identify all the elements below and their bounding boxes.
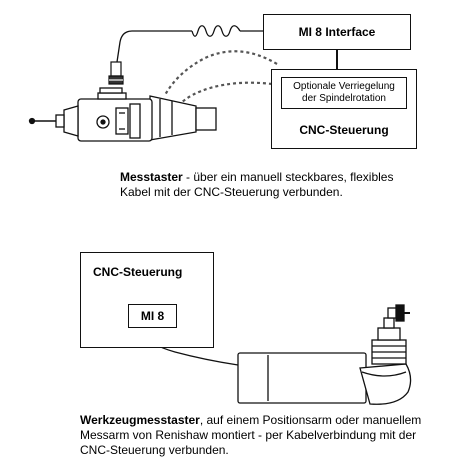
probe-caption-line-2: Kabel mit der CNC-Steuerung verbunden.	[120, 185, 343, 199]
tool-setter-caption-line-2: Messarm von Renishaw montiert - per Kabe…	[80, 428, 417, 442]
mi8-cnc-connector	[336, 50, 338, 69]
cnc-control-label-top: CNC-Steuerung	[299, 123, 389, 137]
tool-setter-caption: Werkzeugmesstaster, auf einem Positionsa…	[80, 413, 421, 458]
cnc-control-box-top: Optionale Verriegelung der Spindelrotati…	[271, 69, 417, 149]
probe-caption-line-1: - über ein manuell steckbares, flexibles	[182, 170, 394, 184]
coiled-cable	[116, 25, 263, 63]
optional-lock-line-1: Optionale Verriegelung	[293, 81, 395, 92]
probe-connector	[108, 61, 124, 85]
tool-setter-caption-line-3: CNC-Steuerung verbunden.	[80, 443, 229, 457]
cnc-control-label-bottom: CNC-Steuerung	[93, 265, 183, 279]
mi8-label: MI 8	[140, 309, 165, 323]
probe-caption-bold: Messtaster	[120, 170, 183, 184]
optional-lock-box: Optionale Verriegelung der Spindelrotati…	[281, 77, 407, 109]
mi8-box: MI 8	[128, 304, 177, 328]
dashed-cable	[164, 50, 278, 105]
mi8-interface-label: MI 8 Interface	[298, 25, 376, 39]
probe-caption: Messtaster - über ein manuell steckbares…	[120, 170, 393, 200]
cnc-control-box-bottom: CNC-Steuerung MI 8	[80, 252, 214, 348]
spindle-probe	[28, 87, 217, 142]
mi8-interface-box: MI 8 Interface	[263, 14, 411, 50]
optional-lock-line-2: der Spindelrotation	[302, 93, 386, 104]
tool-setter-caption-line-1: , auf einem Positionsarm oder manuellem	[199, 413, 422, 427]
tool-setter	[237, 304, 412, 405]
tool-setter-caption-bold: Werkzeugmesstaster	[80, 413, 200, 427]
